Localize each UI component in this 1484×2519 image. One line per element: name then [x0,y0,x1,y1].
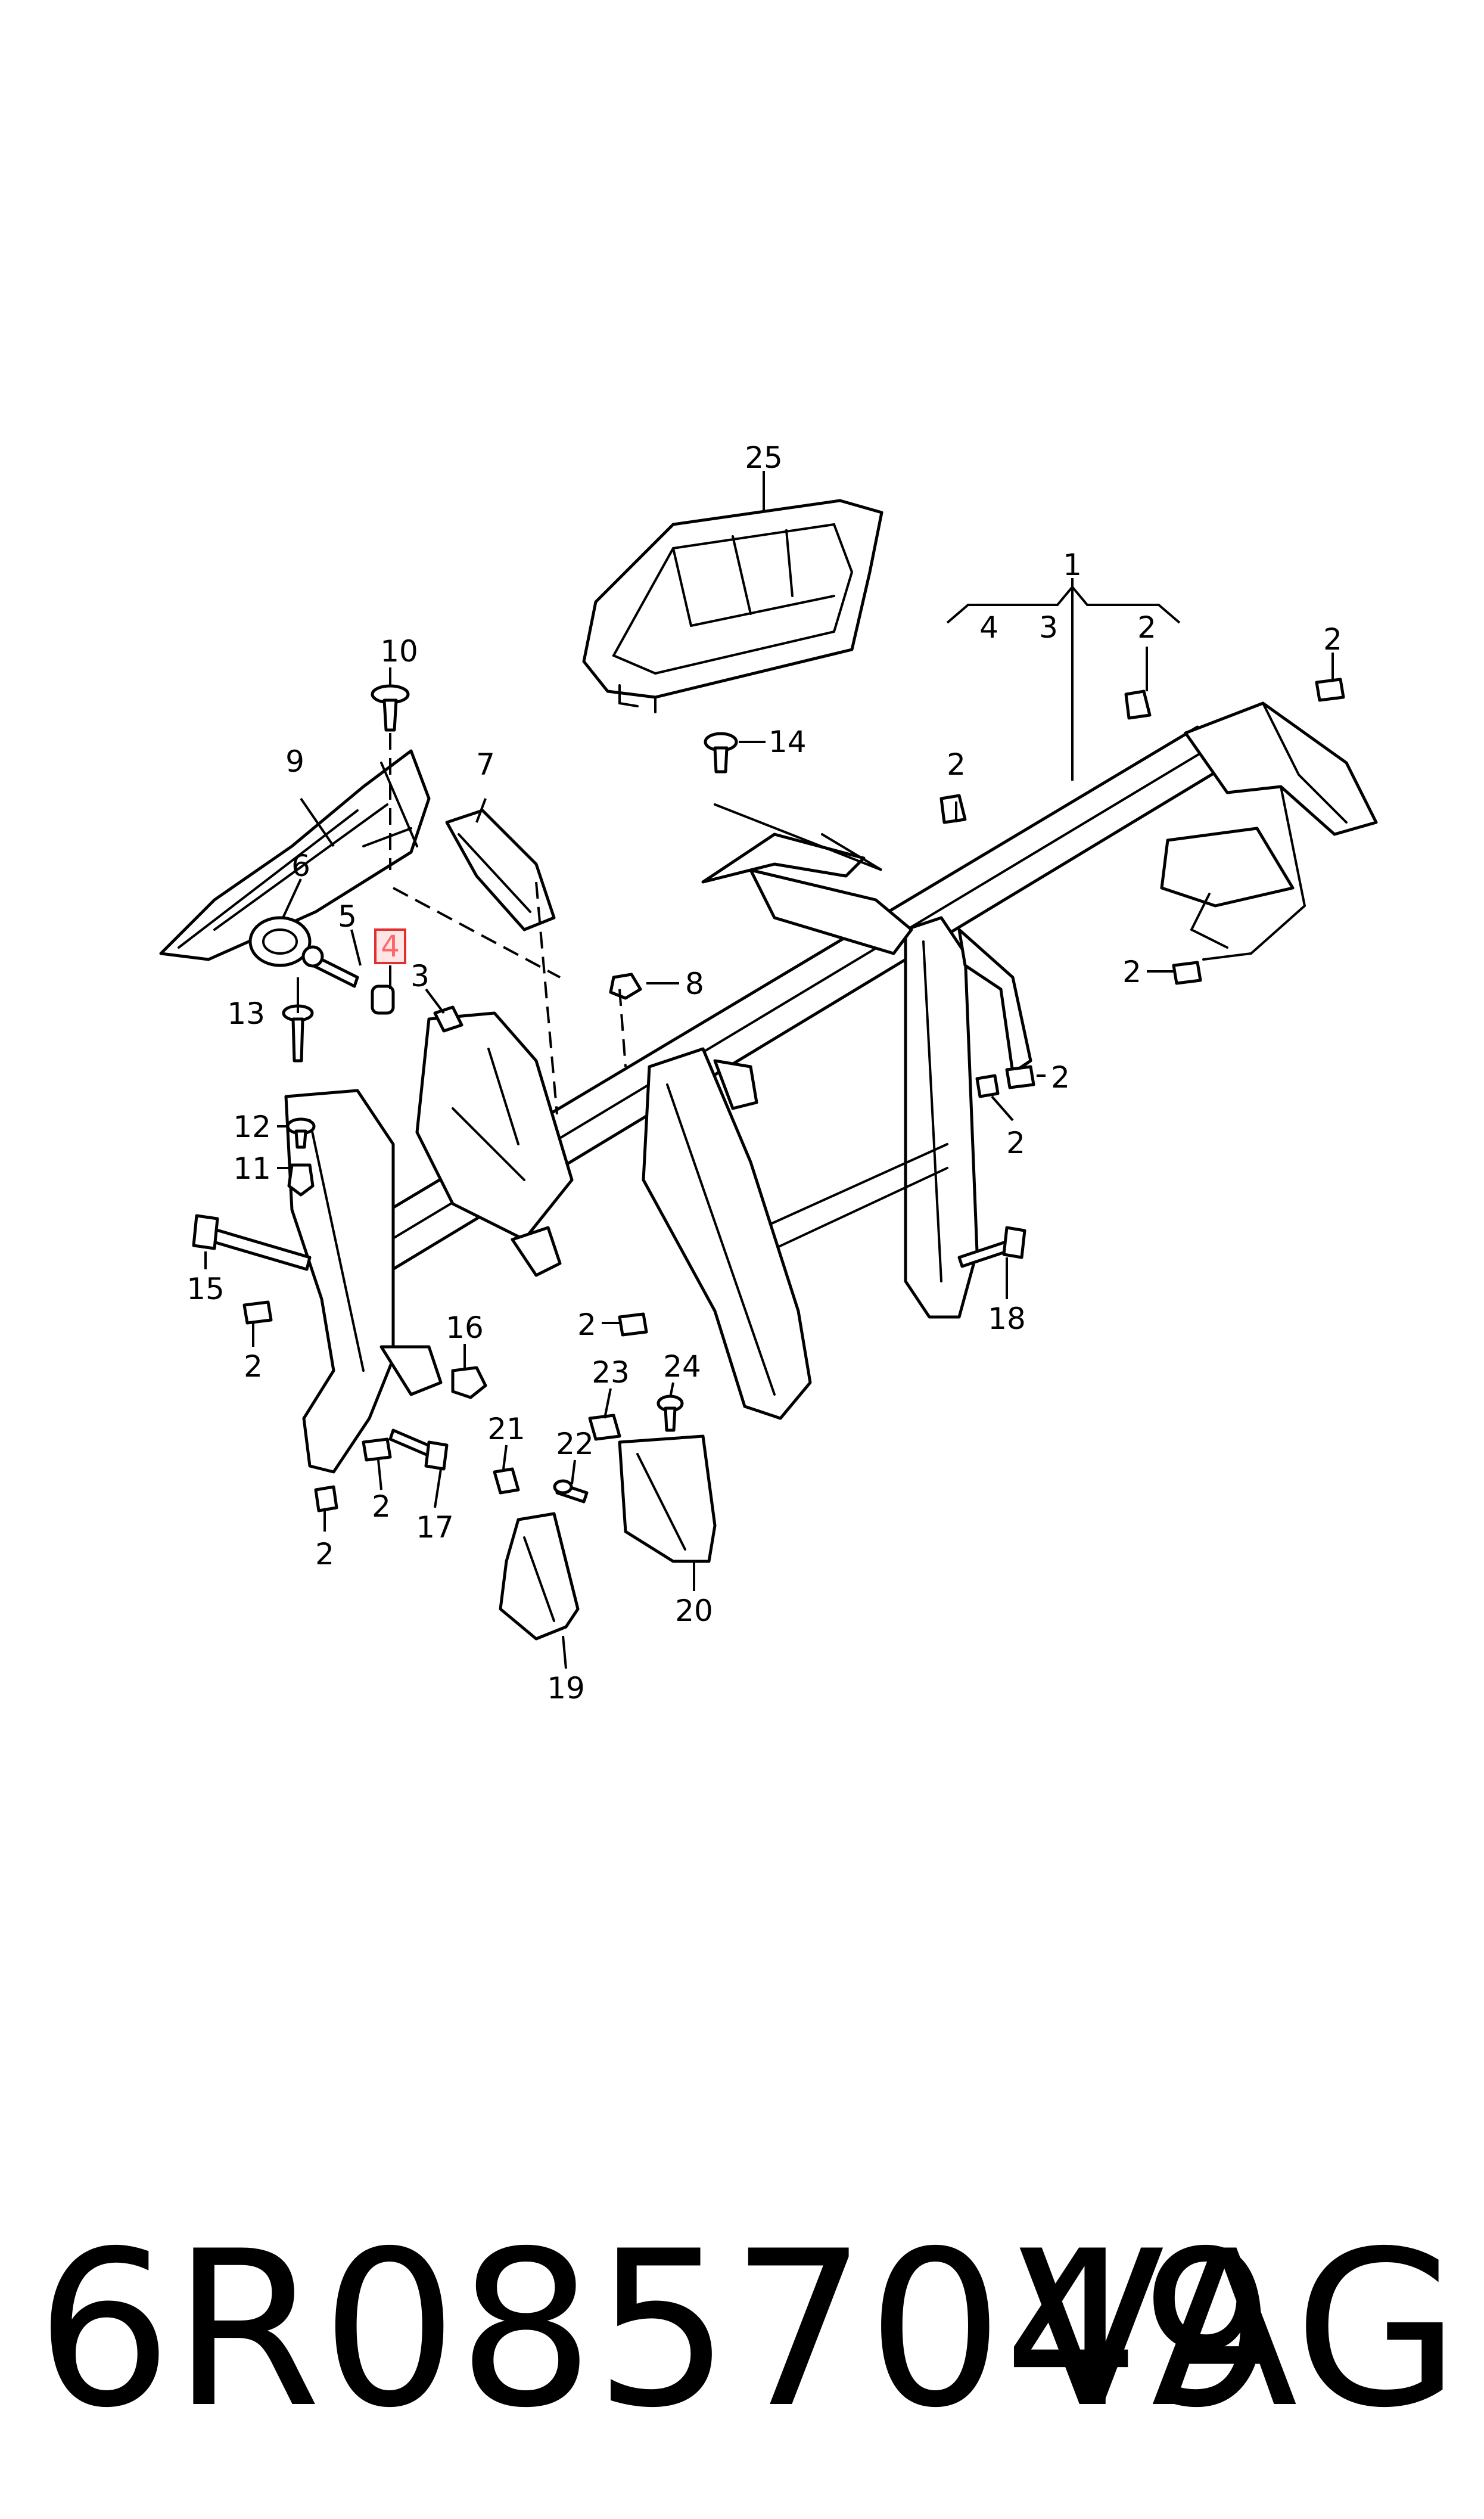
callout-9: 9 [285,744,304,779]
callout-2-b: 2 [947,747,966,782]
callout-2-c: 2 [1122,955,1141,989]
part-8-nut [609,973,642,1000]
part-23-clip [588,1414,621,1441]
callout-2-i: 2 [315,1537,334,1571]
callout-23: 23 [592,1355,630,1390]
part-11-expansion-clip [287,1163,315,1197]
footer: 6R0857049 VAG [0,2205,1484,2455]
part-6-grommet [248,916,312,967]
callout-1: 1 [1063,548,1082,582]
callout-2-d: 2 [1051,1060,1070,1095]
callout-24: 24 [663,1349,701,1384]
callout-14: 14 [769,725,807,759]
right-vertical-support [761,916,1032,1319]
callout-13: 13 [227,996,265,1031]
part-21-clip [493,1467,520,1495]
callout-7: 7 [476,747,495,782]
callout-2-e: 2 [1006,1126,1025,1160]
brand-label: VAG [1018,2205,1460,2455]
part-13-screw [282,1004,314,1063]
part-10-screw [371,684,410,732]
callout-2-g: 2 [244,1349,263,1384]
callout-12: 12 [233,1110,271,1144]
callout-5: 5 [338,899,357,934]
part-22-screw [553,1479,589,1504]
callout-6: 6 [291,849,310,883]
callout-2-f: 2 [577,1307,596,1342]
part-3-nut [433,1005,463,1033]
callout-15: 15 [186,1272,225,1306]
part-number: 6R0857049 [36,2205,1277,2455]
part-17-bolt [388,1428,449,1471]
callout-18: 18 [988,1302,1026,1336]
callout-4-highlighted: 4 [381,929,400,964]
callout-labels: 25 1 4 3 2 2 2 2 2 2 2 2 2 2 3 4 5 6 7 8… [186,440,1342,1706]
callout-25: 25 [745,440,783,475]
part-25-storage-tray [582,499,883,713]
callout-2-h: 2 [372,1489,391,1524]
callout-1-sub-4: 4 [979,610,998,645]
part-24-screw [657,1394,684,1432]
callout-1-sub-2: 2 [1137,610,1156,645]
alignment-dashes [389,733,627,1115]
part-18-bolt [957,1226,1026,1268]
highlight-box-4 [374,928,406,964]
callout-20: 20 [675,1594,713,1628]
part-4-clip [371,984,395,1015]
part-5-bolt [301,945,359,988]
callout-10: 10 [380,634,418,669]
exploded-parts-diagram: 25 1 4 3 2 2 2 2 2 2 2 2 2 2 3 4 5 6 7 8… [159,440,1378,1706]
callout-3: 3 [410,959,430,993]
center-bracket [642,803,913,1420]
callout-1-sub-3: 3 [1039,610,1058,645]
part-19-bracket [499,1512,580,1641]
part-7-bracket [445,809,556,931]
part-16-nut [451,1366,487,1399]
leader-lines [204,471,1334,1669]
callout-22: 22 [556,1427,594,1461]
nut-clips-2 [242,678,1345,1512]
callout-8: 8 [685,967,704,1001]
part-14-screw [704,732,738,774]
part-20-bracket [618,1434,717,1563]
part-12-clip [286,1117,316,1149]
callout-11: 11 [233,1151,271,1186]
callout-17: 17 [416,1510,454,1545]
part-15-bolt [192,1214,312,1271]
callout-2-a: 2 [1323,622,1342,657]
callout-16: 16 [446,1310,484,1345]
callout-21: 21 [487,1412,525,1446]
part-1-cross-car-beam [308,701,1378,1307]
callout-19: 19 [547,1671,585,1706]
